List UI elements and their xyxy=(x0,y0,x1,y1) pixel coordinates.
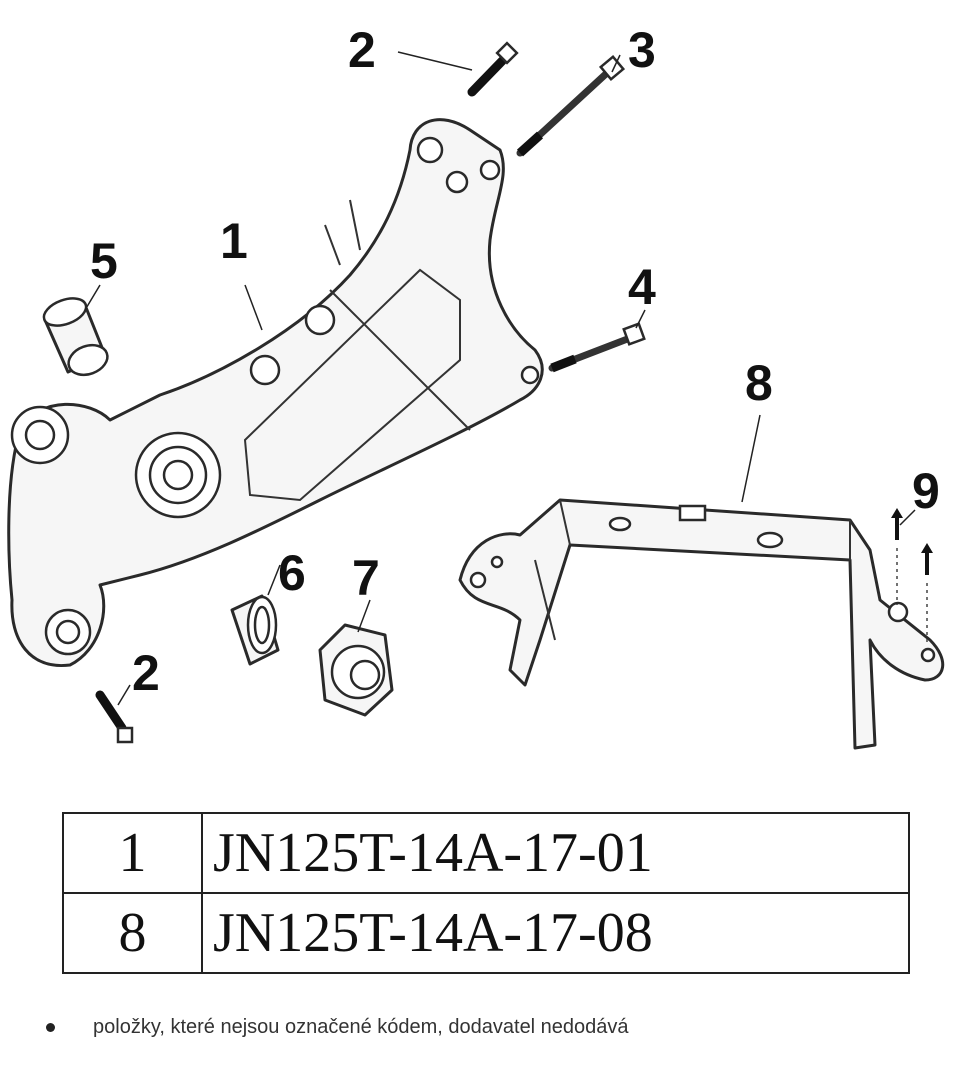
callout-6: 6 xyxy=(278,545,306,601)
callout-1: 1 xyxy=(220,213,248,269)
frame-bracket-part-8 xyxy=(458,498,945,750)
exploded-parts-diagram: 2 3 1 5 4 8 9 6 7 2 xyxy=(7,22,945,750)
leader-lines xyxy=(84,51,916,706)
bolt-part-4 xyxy=(548,322,646,373)
bolt-part-2-top xyxy=(467,41,519,97)
callout-7: 7 xyxy=(352,550,380,606)
table-row: 8 JN125T-14A-17-08 xyxy=(62,892,910,974)
callout-4: 4 xyxy=(628,259,656,315)
callout-9: 9 xyxy=(912,463,940,519)
part-code: JN125T-14A-17-01 xyxy=(201,812,910,894)
bushing-part-5 xyxy=(42,297,109,377)
part-number: 1 xyxy=(62,812,203,894)
callout-2-bottom: 2 xyxy=(132,645,160,701)
washer-part-6 xyxy=(230,594,280,666)
screws-part-9 xyxy=(891,508,933,645)
callout-3: 3 xyxy=(628,22,656,78)
bullet-icon xyxy=(46,1023,55,1032)
table-row: 1 JN125T-14A-17-01 xyxy=(62,812,910,894)
bolt-part-2-bottom xyxy=(95,690,134,744)
swing-arm-part-1 xyxy=(7,118,544,668)
callout-5: 5 xyxy=(90,233,118,289)
nut-part-7 xyxy=(318,623,394,717)
part-code: JN125T-14A-17-08 xyxy=(201,892,910,974)
callout-2-top: 2 xyxy=(348,22,376,78)
footnote: položky, které nejsou označené kódem, do… xyxy=(46,1016,629,1039)
parts-table: 1 JN125T-14A-17-01 8 JN125T-14A-17-08 xyxy=(62,812,910,974)
bolt-part-3 xyxy=(516,54,626,157)
callout-8: 8 xyxy=(745,355,773,411)
footnote-text: položky, které nejsou označené kódem, do… xyxy=(93,1016,629,1038)
part-number: 8 xyxy=(62,892,203,974)
